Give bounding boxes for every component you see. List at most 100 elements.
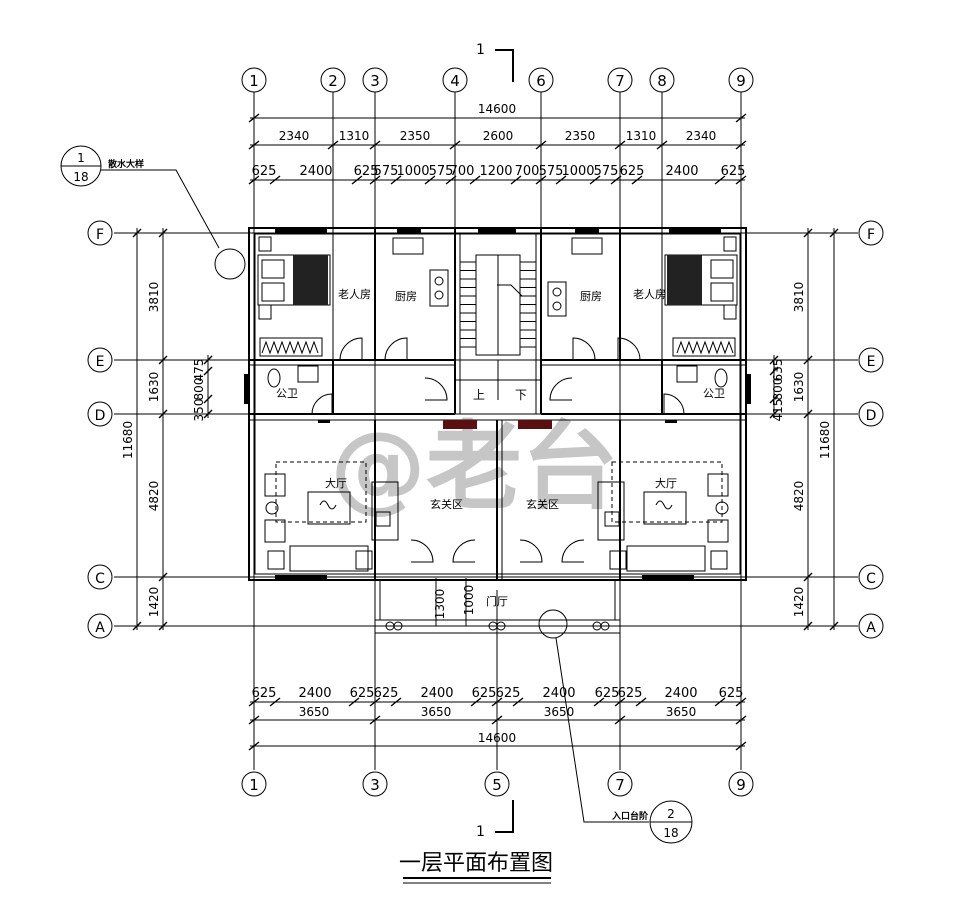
room-porch: 门厅 xyxy=(486,594,508,608)
svg-text:1000: 1000 xyxy=(462,585,476,616)
left-dimensions: 11680 3810 1630 4820 1420 475 800 350 xyxy=(121,228,213,631)
svg-text:F: F xyxy=(96,227,104,243)
svg-text:3650: 3650 xyxy=(421,705,452,719)
svg-text:575: 575 xyxy=(429,164,454,179)
svg-text:2340: 2340 xyxy=(279,129,310,143)
svg-text:625: 625 xyxy=(374,686,399,701)
svg-text:1420: 1420 xyxy=(147,587,161,618)
svg-text:下: 下 xyxy=(515,388,527,402)
svg-text:1300: 1300 xyxy=(433,589,447,620)
svg-text:575: 575 xyxy=(374,164,399,179)
svg-text:2400: 2400 xyxy=(420,686,453,701)
svg-text:2400: 2400 xyxy=(298,686,331,701)
svg-text:上: 上 xyxy=(473,388,485,402)
svg-text:E: E xyxy=(867,354,876,370)
svg-text:14600: 14600 xyxy=(478,102,516,116)
svg-text:625: 625 xyxy=(354,164,379,179)
svg-text:6: 6 xyxy=(536,72,546,90)
svg-text:7: 7 xyxy=(615,776,625,794)
svg-text:4: 4 xyxy=(450,72,460,90)
svg-text:4820: 4820 xyxy=(792,481,806,512)
svg-text:575: 575 xyxy=(539,164,564,179)
svg-text:1420: 1420 xyxy=(792,587,806,618)
svg-text:625: 625 xyxy=(252,686,277,701)
svg-text:18: 18 xyxy=(73,170,88,184)
watermark: @老台 xyxy=(330,411,618,523)
svg-text:1310: 1310 xyxy=(626,129,657,143)
svg-text:1630: 1630 xyxy=(147,372,161,403)
svg-text:2600: 2600 xyxy=(483,129,514,143)
svg-text:1: 1 xyxy=(249,776,259,794)
room-hall-right: 大厅 xyxy=(655,476,677,490)
svg-text:9: 9 xyxy=(736,776,746,794)
svg-text:1: 1 xyxy=(476,42,485,58)
svg-text:D: D xyxy=(866,408,877,424)
svg-text:3810: 3810 xyxy=(147,282,161,313)
svg-text:625: 625 xyxy=(721,164,746,179)
top-axis-bubbles: 1 2 3 4 6 7 8 9 xyxy=(241,67,754,93)
svg-text:635: 635 xyxy=(771,359,785,382)
stairwell: 上 下 xyxy=(443,254,552,429)
svg-text:C: C xyxy=(866,571,876,587)
svg-text:8: 8 xyxy=(657,72,667,90)
top-dimensions: 14600 2340 1310 2350 2600 2350 1310 2340 xyxy=(248,102,747,185)
svg-text:4820: 4820 xyxy=(147,481,161,512)
right-dimensions: 11680 3810 1630 4820 1420 635 800 415 xyxy=(769,228,839,631)
left-axis-bubbles: F E D C A xyxy=(87,220,113,639)
svg-text:18: 18 xyxy=(663,826,678,840)
svg-text:1630: 1630 xyxy=(792,372,806,403)
svg-text:5: 5 xyxy=(492,776,502,794)
room-elderly-left: 老人房 xyxy=(338,288,371,301)
bottom-axis-bubbles: 1 3 5 7 9 xyxy=(241,771,754,797)
svg-text:E: E xyxy=(96,354,105,370)
svg-text:625: 625 xyxy=(350,686,375,701)
svg-text:1310: 1310 xyxy=(339,129,370,143)
svg-text:625: 625 xyxy=(620,164,645,179)
svg-text:1000: 1000 xyxy=(561,164,594,179)
svg-text:11680: 11680 xyxy=(818,421,832,459)
svg-text:7: 7 xyxy=(615,72,625,90)
svg-text:625: 625 xyxy=(472,686,497,701)
room-labels: 老人房 厨房 厨房 老人房 公卫 公卫 大厅 大厅 玄关区 玄关区 门厅 xyxy=(276,288,725,608)
svg-text:475: 475 xyxy=(192,359,206,382)
svg-text:625: 625 xyxy=(496,686,521,701)
room-wc-right: 公卫 xyxy=(703,387,725,400)
svg-text:14600: 14600 xyxy=(478,731,516,745)
svg-text:散水大样: 散水大样 xyxy=(108,158,144,170)
porch: 1300 1000 xyxy=(374,578,621,639)
svg-text:1: 1 xyxy=(476,824,485,840)
svg-text:350: 350 xyxy=(192,399,206,422)
svg-text:2350: 2350 xyxy=(400,129,431,143)
svg-text:1: 1 xyxy=(249,72,259,90)
room-kitchen-right: 厨房 xyxy=(580,290,602,303)
svg-text:625: 625 xyxy=(595,686,620,701)
svg-text:625: 625 xyxy=(719,686,744,701)
callout-entry-steps: 2 18 入口台阶 xyxy=(555,637,693,844)
room-foyer-left: 玄关区 xyxy=(430,497,463,511)
bottom-dimensions: 625 2400 625 625 2400 625 625 2400 625 6… xyxy=(248,686,747,751)
svg-text:800: 800 xyxy=(192,378,206,401)
svg-text:A: A xyxy=(95,620,105,636)
svg-text:F: F xyxy=(867,227,875,243)
doors xyxy=(311,337,685,563)
callout-apron-detail: 1 18 散水大样 xyxy=(60,145,246,280)
svg-text:D: D xyxy=(95,408,106,424)
svg-text:2400: 2400 xyxy=(664,686,697,701)
svg-text:2: 2 xyxy=(667,807,675,821)
svg-text:2340: 2340 xyxy=(686,129,717,143)
svg-text:9: 9 xyxy=(736,72,746,90)
room-hall-left: 大厅 xyxy=(325,476,347,490)
svg-text:3650: 3650 xyxy=(666,705,697,719)
room-elderly-right: 老人房 xyxy=(633,288,666,301)
svg-text:3650: 3650 xyxy=(544,705,575,719)
svg-text:625: 625 xyxy=(252,164,277,179)
svg-text:800: 800 xyxy=(771,378,785,401)
svg-text:入口台阶: 入口台阶 xyxy=(611,810,649,822)
svg-text:700: 700 xyxy=(450,164,475,179)
svg-text:A: A xyxy=(866,620,876,636)
room-foyer-right: 玄关区 xyxy=(526,497,559,511)
windows xyxy=(244,228,751,580)
svg-text:2400: 2400 xyxy=(665,164,698,179)
svg-text:3650: 3650 xyxy=(299,705,330,719)
section-mark-bottom: 1 xyxy=(476,800,514,840)
